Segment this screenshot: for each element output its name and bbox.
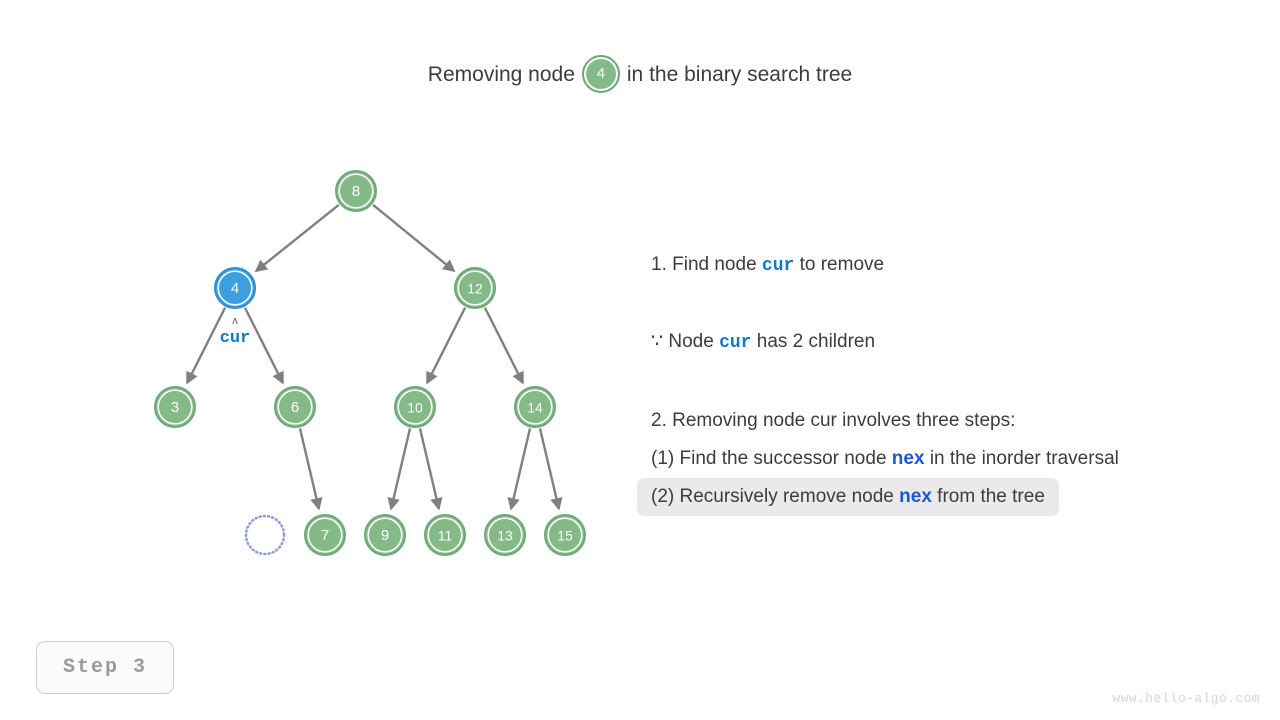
- panel-spacer-1: [637, 285, 1257, 323]
- node-inner-ring: [217, 270, 253, 306]
- node-outer-ring: [274, 386, 316, 428]
- node-outer-ring: [454, 267, 496, 309]
- node-inner-ring: [487, 517, 523, 553]
- node-inner-ring: [277, 389, 313, 425]
- line1-post: to remove: [794, 254, 885, 275]
- tree-edge-n8-n4: [254, 203, 340, 273]
- tree-node-15: 15: [544, 514, 586, 556]
- tree-node-11: 11: [424, 514, 466, 556]
- tree-edge-n10-n11: [418, 428, 443, 511]
- node-inner-ring: [427, 517, 463, 553]
- title-node-badge: 4: [581, 55, 620, 93]
- node-inner-ring: [397, 389, 433, 425]
- node-outer-ring: [514, 386, 556, 428]
- line5-post: from the tree: [931, 486, 1045, 507]
- node-outer-ring: [214, 267, 256, 309]
- node-inner-ring: [457, 270, 493, 306]
- title-prefix: Removing node: [427, 63, 575, 86]
- tree-edge-n10-n9: [387, 428, 412, 511]
- node-outer-ring: [304, 514, 346, 556]
- node-inner-ring: [517, 389, 553, 425]
- explanation-line-1: 1. Find node cur to remove: [637, 246, 898, 285]
- line1-keyword: cur: [761, 256, 795, 276]
- page-title: Removing node 4 in the binary search tree: [0, 55, 1280, 94]
- node-inner-ring: [307, 517, 343, 553]
- explanation-panel: 1. Find node cur to remove ∵ Node cur ha…: [637, 246, 1257, 516]
- tree-edges: [186, 203, 563, 511]
- explanation-line-4: (1) Find the successor node nex in the i…: [637, 440, 1133, 478]
- tree-node-10: 10: [394, 386, 436, 428]
- node-outer-ring: [394, 386, 436, 428]
- tree-node-4: 4: [214, 267, 256, 309]
- explanation-line-2: ∵ Node cur has 2 children: [637, 323, 889, 362]
- explanation-line-5-active: (2) Recursively remove node nex from the…: [637, 478, 1059, 516]
- node-inner-ring: [157, 389, 193, 425]
- tree-edge-n8-n12: [372, 203, 456, 273]
- tree-node-14: 14: [514, 386, 556, 428]
- node-outer-ring: [484, 514, 526, 556]
- line5-pre: (2) Recursively remove node: [651, 486, 900, 507]
- line4-post: in the inorder traversal: [924, 448, 1119, 469]
- line2-pre: ∵ Node: [651, 331, 720, 352]
- watermark: www.hello-algo.com: [1112, 691, 1260, 706]
- node-outer-ring: [544, 514, 586, 556]
- node-outer-ring: [424, 514, 466, 556]
- tree-edge-n6-n7: [298, 428, 323, 511]
- tree-node-13: 13: [484, 514, 526, 556]
- node-outer-ring: [364, 514, 406, 556]
- tree-node-3: 3: [154, 386, 196, 428]
- line4-keyword: nex: [891, 448, 925, 469]
- node-outer-ring: [154, 386, 196, 428]
- tree-empty-slots: [244, 514, 286, 556]
- line5-keyword: nex: [899, 486, 932, 507]
- line2-keyword: cur: [719, 333, 752, 353]
- tree-edge-n4-n6: [243, 307, 284, 385]
- line4-pre: (1) Find the successor node: [651, 448, 892, 469]
- explanation-line-3: 2. Removing node cur involves three step…: [637, 402, 1029, 440]
- tree-edge-n14-n15: [538, 428, 563, 511]
- node-inner-ring: [547, 517, 583, 553]
- node-inner-ring: [338, 173, 374, 209]
- node-outer-ring: [335, 170, 377, 212]
- tree-edge-n12-n14: [483, 307, 524, 385]
- title-suffix: in the binary search tree: [626, 63, 853, 86]
- panel-spacer-2: [637, 362, 1257, 402]
- line3-pre: 2. Removing node cur involves three step…: [651, 410, 1016, 431]
- tree-node-12: 12: [454, 267, 496, 309]
- tree-node-7: 7: [304, 514, 346, 556]
- empty-node-slot: [244, 514, 286, 556]
- step-badge: Step 3: [36, 641, 175, 694]
- line1-pre: 1. Find node: [651, 254, 762, 275]
- tree-edge-n4-n3: [186, 307, 227, 385]
- line2-post: has 2 children: [751, 331, 876, 352]
- tree-edge-n12-n10: [426, 307, 467, 385]
- tree-node-9: 9: [364, 514, 406, 556]
- tree-node-6: 6: [274, 386, 316, 428]
- node-inner-ring: [367, 517, 403, 553]
- tree-node-8: 8: [335, 170, 377, 212]
- tree-edge-n14-n13: [507, 428, 532, 511]
